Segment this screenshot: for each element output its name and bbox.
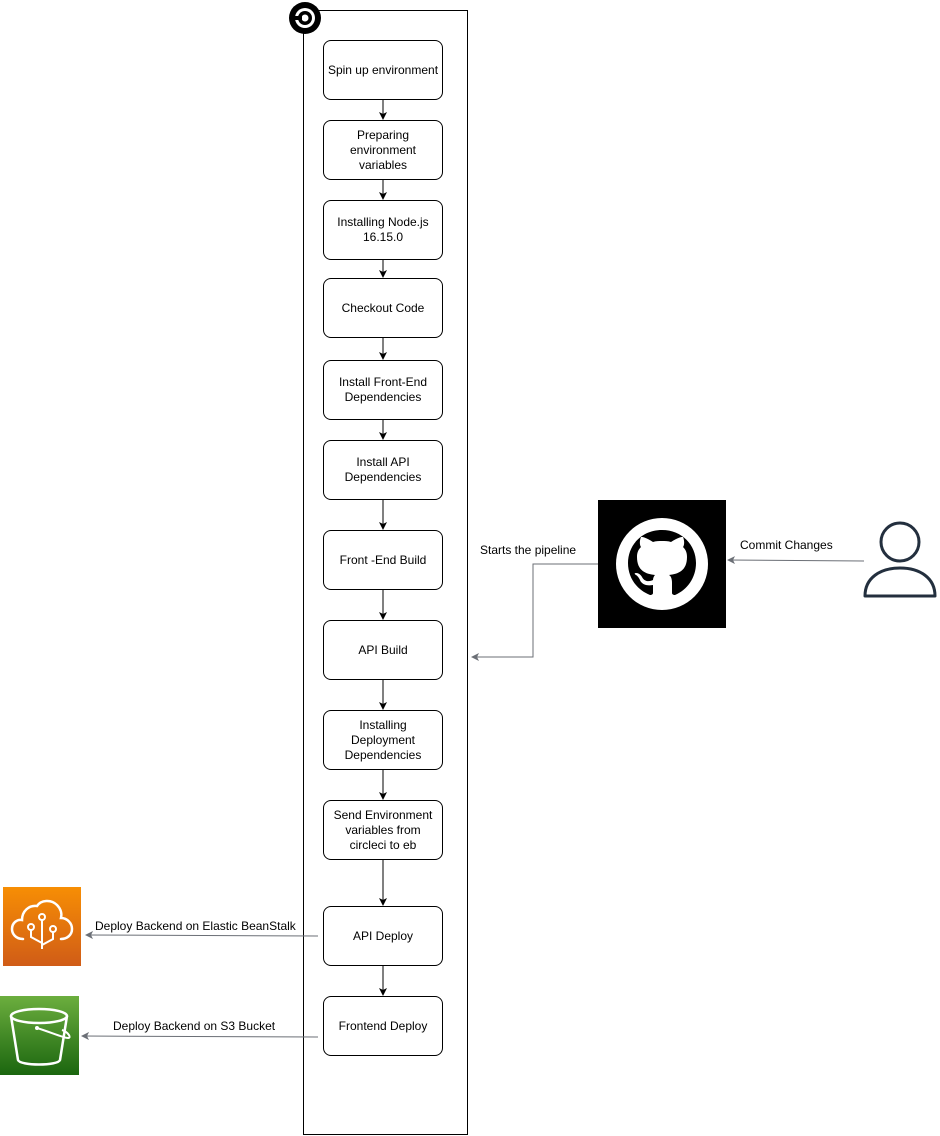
step-install-api-deps: Install API Dependencies [323,440,443,500]
label-deploy-eb: Deploy Backend on Elastic BeanStalk [95,919,296,933]
arrow-api-deploy-to-eb [85,931,319,940]
step-installing-deploy-deps: Installing Deployment Dependencies [323,710,443,770]
pipeline-container [303,10,468,1135]
arrow-frontend-deploy-to-s3 [81,1032,319,1041]
step-api-deploy: API Deploy [323,906,443,966]
label-commit-changes: Commit Changes [740,538,833,552]
step-spin-up-environment: Spin up environment [323,40,443,100]
step-send-env-vars: Send Environment variables from circleci… [323,800,443,860]
step-frontend-build: Front -End Build [323,530,443,590]
label-starts-pipeline: Starts the pipeline [480,543,577,557]
label-deploy-s3: Deploy Backend on S3 Bucket [113,1019,276,1033]
step-api-build: API Build [323,620,443,680]
github-icon [598,500,726,628]
arrow-github-to-pipeline [471,563,598,661]
elastic-beanstalk-icon [3,887,81,966]
step-preparing-env-vars: Preparing environment variables [323,120,443,180]
step-checkout-code: Checkout Code [323,278,443,338]
step-frontend-deploy: Frontend Deploy [323,996,443,1056]
arrow-user-to-github [727,556,865,565]
circleci-icon [287,0,323,36]
s3-bucket-icon [0,996,79,1075]
step-install-frontend-deps: Install Front-End Dependencies [323,360,443,420]
user-icon [862,520,938,600]
step-installing-node: Installing Node.js 16.15.0 [323,200,443,260]
